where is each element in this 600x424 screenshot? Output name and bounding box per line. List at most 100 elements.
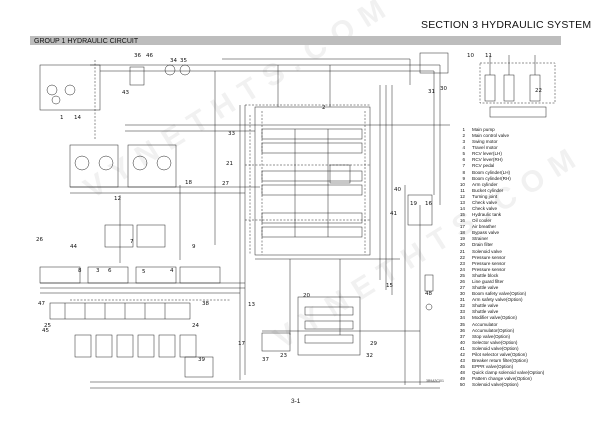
legend-text: Stop valve(Option) [472,333,511,339]
legend-text: Shuttle valve [472,285,499,291]
diagram-label: 7 [130,239,134,245]
diagram-label: 46 [146,53,153,59]
legend-number: 6 [462,157,465,163]
diagram-label: 45 [42,328,49,334]
legend-number: 20 [459,242,465,248]
legend-number: 4 [462,145,465,151]
legend-text: Boom cylinder(RH) [472,175,511,181]
diagram-label: 13 [248,302,255,308]
diagram-label: 9 [192,244,196,250]
legend-text: Pressure sensor [472,260,506,266]
diagram-label: 2 [322,105,326,111]
legend-item: 48 Quick clamp solenoid valve(Option) [453,370,563,376]
diagram-label: 10 [467,53,474,59]
legend-number: 22 [459,254,465,260]
legend-text: Bucket cylinder [472,187,504,193]
diagram-label: 37 [262,357,269,363]
right-components [329,164,434,311]
legend-number: 37 [459,333,465,339]
legend-text: Pressure sensor [472,266,506,272]
legend-number: 19 [459,236,465,242]
legend-text: Solenoid valve [472,248,502,254]
legend-text: Pattern change valve(Option) [472,376,532,382]
legend-text: RCV pedal [472,163,495,169]
legend-text: RCV lever(LH) [472,151,502,157]
diagram-label: 22 [535,88,542,94]
lower-valve-block [261,296,361,356]
diagram-label: 44 [70,244,77,250]
legend-number: 3 [462,139,465,145]
legend-text: Accumulator(Option) [472,327,515,333]
legend-number: 21 [459,248,465,254]
legend-text: Pressure sensor [472,254,506,260]
diagram-label: 36 [134,53,141,59]
diagram-label: 15 [386,283,393,289]
legend-number: 13 [459,199,465,205]
legend-number: 50 [459,382,465,388]
diagram-label: 12 [114,196,121,202]
legend-text: Quick clamp solenoid valve(Option) [472,370,545,376]
legend-text: Drain filter [472,242,493,248]
diagram-label: 8 [78,268,82,274]
diagram-label: 17 [238,341,245,347]
legend-number: 43 [459,357,465,363]
diagram-label: 32 [366,353,373,359]
legend-text: Pilot selector valve(Option) [472,351,527,357]
legend-item: 21 Solenoid valve [453,249,563,255]
diagram-label: 11 [485,53,492,59]
legend-number: 33 [459,309,465,315]
legend-text: Accumulator [472,321,498,327]
diagram-label: 16 [425,201,432,207]
legend-number: 49 [459,376,465,382]
legend-item: 37 Stop valve(Option) [453,334,563,340]
diagram-label: 21 [226,161,233,167]
diagram-label: 19 [410,201,417,207]
diagram-label: 30 [440,86,447,92]
legend-number: 1 [462,127,465,132]
legend-number: 45 [459,364,465,370]
diagram-label: 34 [170,58,177,64]
diagram-label: 23 [280,353,287,359]
legend-item: 20 Drain filter [453,242,563,248]
legend-number: 8 [462,169,465,175]
legend-number: 17 [459,224,465,230]
legend-text: Solenoid valve(Option) [472,382,519,388]
legend-item: 42 Pilot selector valve(Option) [453,352,563,358]
legend-number: 7 [462,163,465,169]
legend-number: 40 [459,339,465,345]
legend-text: Bypass valve [472,230,500,236]
hydraulic-lines [40,58,450,389]
legend-text: Line guard filter [472,278,504,284]
diagram-label: 26 [36,237,43,243]
cylinders [419,52,547,118]
legend-number: 18 [459,230,465,236]
legend-number: 42 [459,351,465,357]
legend-text: Modifier valve(Option) [472,315,517,321]
group-title-bar [30,36,561,45]
diagram-label: 1 [60,115,64,121]
option-valves [74,334,214,378]
legend-text: Hydraulic tank [472,212,502,218]
diagram-label: 41 [390,211,397,217]
legend-number: 48 [459,370,465,376]
diagram-label: 38 [202,301,209,307]
diagram-label: 18 [185,180,192,186]
